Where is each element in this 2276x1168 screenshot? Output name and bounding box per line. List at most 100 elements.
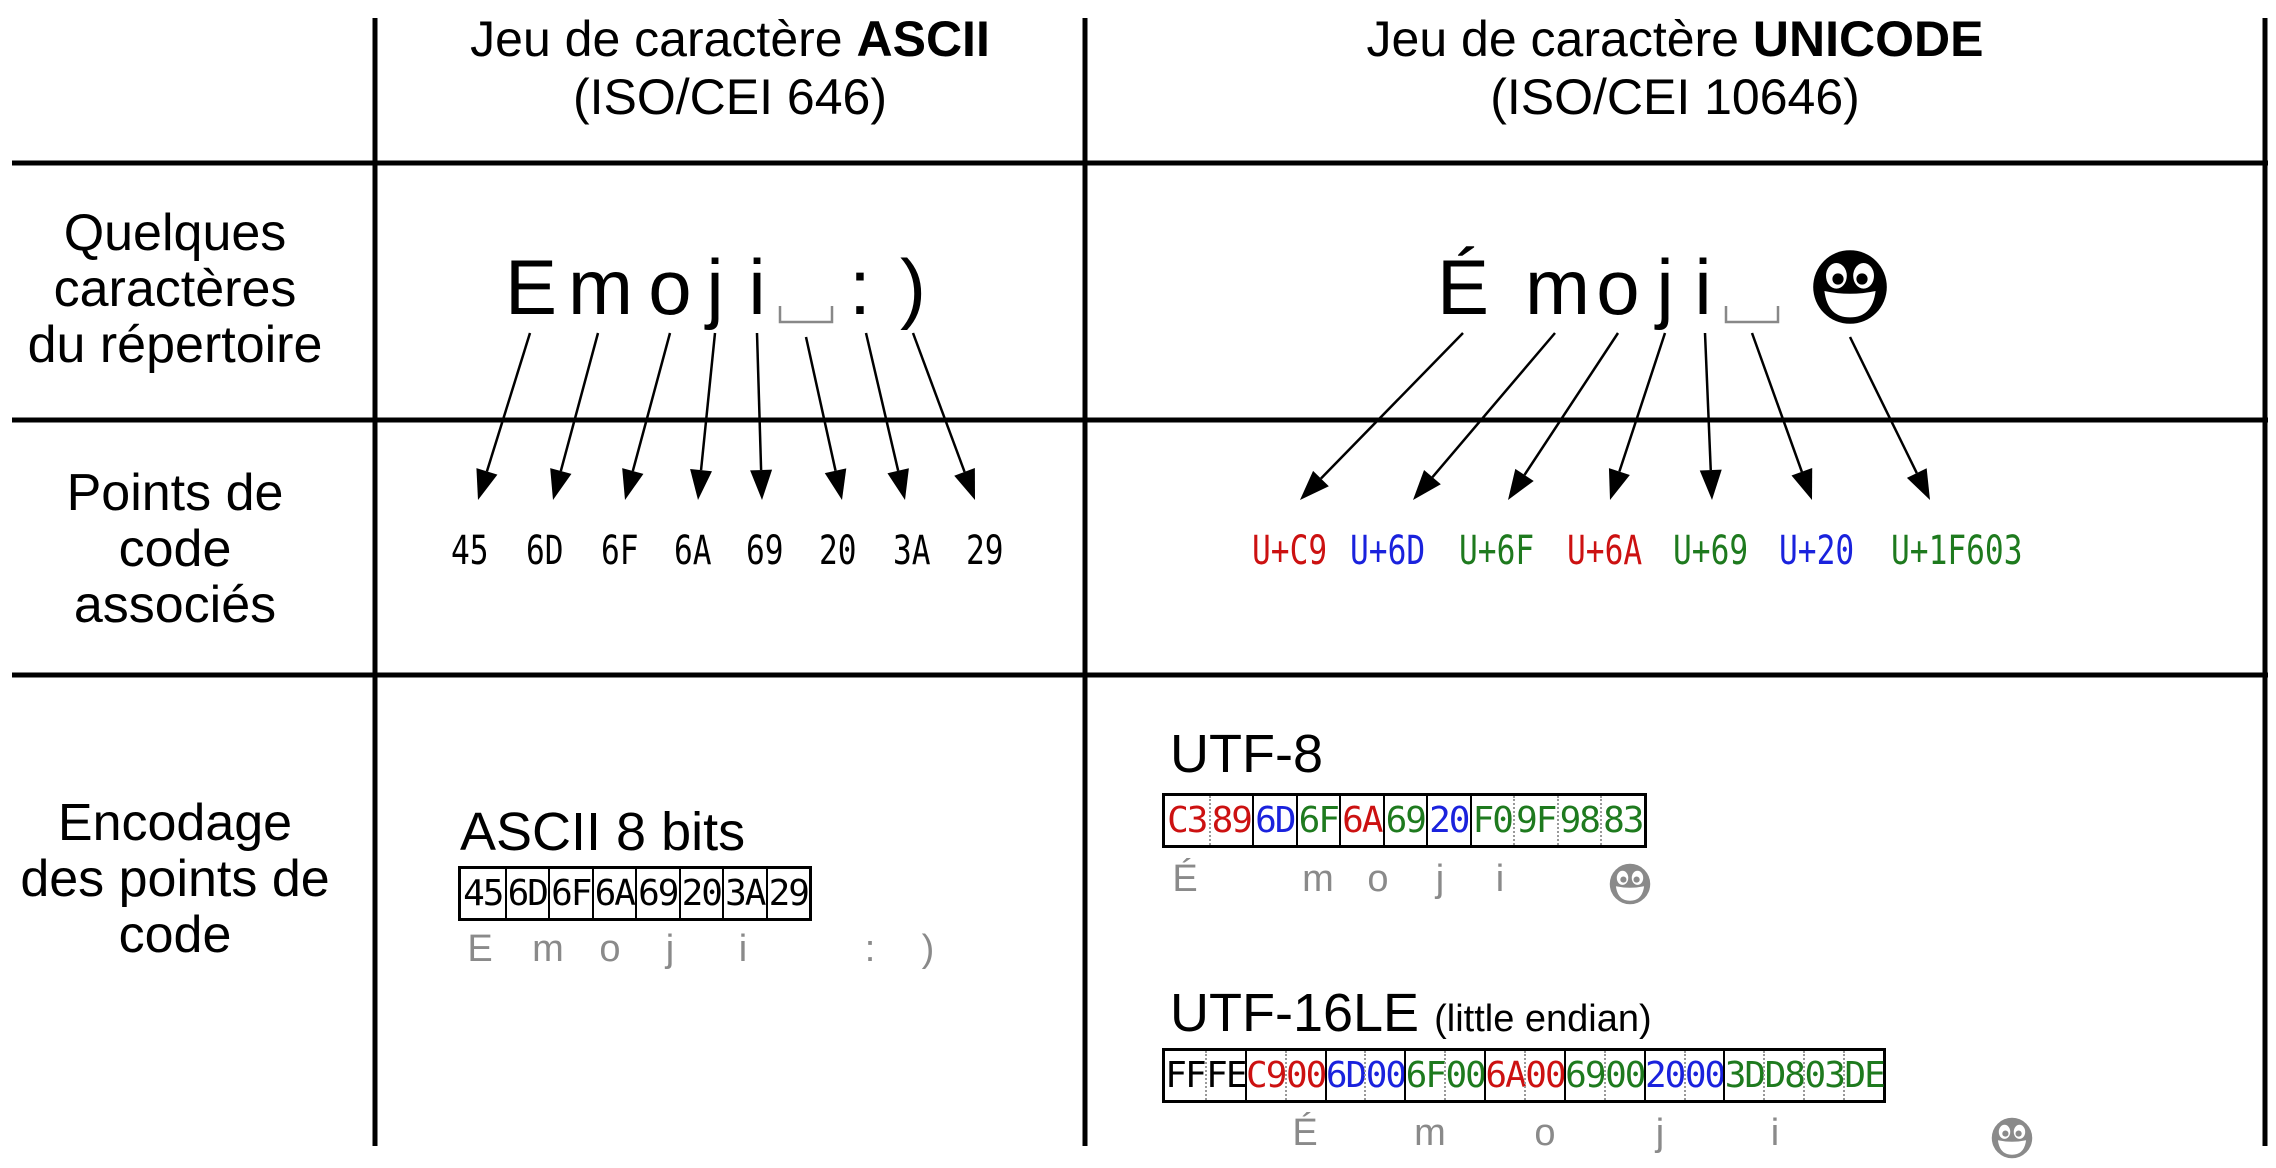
unicode-header-prefix: Jeu de caractère <box>1366 11 1753 67</box>
ascii-byte-caption: E <box>467 928 493 970</box>
byte-cell: 6F <box>1404 1051 1447 1100</box>
unicode-code-point: U+20 <box>1779 528 1855 574</box>
ascii-char: ) <box>900 243 926 331</box>
ascii-byte-caption: m <box>532 928 564 970</box>
byte-cell: 00 <box>1444 1051 1487 1100</box>
ascii-code-point: 29 <box>966 528 1004 574</box>
row-label-encoding: Encodage des points de code <box>20 794 330 964</box>
utf16le-byte-caption: m <box>1414 1112 1446 1154</box>
ascii-header-prefix: Jeu de caractère <box>470 11 857 67</box>
utf8-byte-caption: i <box>1495 858 1505 900</box>
ascii-byte-caption: j <box>665 928 675 970</box>
utf16le-byte-caption: o <box>1534 1112 1556 1154</box>
byte-cell: 29 <box>765 869 810 918</box>
utf8-byte-caption: É <box>1172 858 1198 900</box>
unicode-header-bold: UNICODE <box>1752 11 1984 67</box>
ascii-code-point: 45 <box>451 528 489 574</box>
ascii-header-standard: (ISO/CEI 646) <box>573 69 887 125</box>
utf16le-byte-caption: É <box>1292 1112 1318 1154</box>
byte-cell: 69 <box>635 869 679 918</box>
unicode-code-point: U+6F <box>1459 528 1535 574</box>
ascii-char: o <box>648 243 692 331</box>
ascii-byte-caption: o <box>599 928 621 970</box>
utf16le-subtitle: (little endian) <box>1434 998 1652 1040</box>
unicode-code-point: U+6D <box>1350 528 1426 574</box>
space-marker <box>778 306 834 324</box>
unicode-char: i <box>1694 243 1712 331</box>
ascii-code-point: 69 <box>746 528 784 574</box>
byte-cell: 69 <box>1563 1051 1607 1100</box>
ascii-code-point: 6F <box>601 528 639 574</box>
byte-cell: 98 <box>1556 796 1601 845</box>
byte-cell: 03 <box>1803 1051 1846 1100</box>
byte-cell: 00 <box>1524 1051 1567 1100</box>
ascii-byte-caption: ) <box>921 928 935 970</box>
ascii-arrow <box>476 332 532 500</box>
ascii-arrow <box>550 332 600 500</box>
byte-cell: C3 <box>1167 800 1208 841</box>
byte-cell: 20 <box>1643 1051 1686 1100</box>
ascii-arrow <box>911 332 975 500</box>
ascii-byte-caption: i <box>738 928 748 970</box>
smiley-emoji-icon <box>1810 247 1890 327</box>
unicode-arrow <box>1300 332 1464 500</box>
byte-cell: 6A <box>1339 796 1383 845</box>
byte-cell: 45 <box>463 873 504 914</box>
unicode-char: j <box>1656 243 1674 331</box>
byte-cell: D8 <box>1763 1051 1806 1100</box>
byte-cell: 6F <box>548 869 592 918</box>
ascii-byte-caption: : <box>864 928 876 970</box>
ascii-char: j <box>706 243 724 331</box>
unicode-code-point: U+1F603 <box>1891 528 2023 574</box>
smiley-caption-icon <box>1608 862 1652 906</box>
utf16le-title-main: UTF-16LE <box>1170 983 1420 1043</box>
byte-cell: DE <box>1843 1051 1886 1100</box>
byte-cell: 83 <box>1600 796 1644 845</box>
utf8-byte-caption: j <box>1435 858 1445 900</box>
ascii-arrow <box>622 332 672 500</box>
byte-cell: 20 <box>1426 796 1470 845</box>
ascii-char: : <box>849 243 871 331</box>
byte-cell: C9 <box>1244 1051 1287 1100</box>
ascii-arrow <box>750 332 773 500</box>
unicode-arrow <box>1699 332 1722 500</box>
utf8-title: UTF-8 <box>1170 724 1323 784</box>
unicode-column-header: Jeu de caractère UNICODE (ISO/CEI 10646) <box>1090 10 2260 126</box>
utf16le-byte-caption: i <box>1770 1112 1780 1154</box>
ascii-char: m <box>568 243 633 331</box>
byte-cell: 69 <box>1382 796 1427 845</box>
utf8-byte-caption: o <box>1367 858 1389 900</box>
byte-cell: 00 <box>1284 1051 1327 1100</box>
byte-cell: 89 <box>1208 796 1253 845</box>
utf16le-byte-caption: j <box>1655 1112 1665 1154</box>
unicode-char: É <box>1436 243 1490 331</box>
byte-cell: FF <box>1165 1055 1206 1096</box>
unicode-code-point: U+69 <box>1673 528 1749 574</box>
byte-cell: 00 <box>1364 1051 1407 1100</box>
byte-cell: 00 <box>1683 1051 1726 1100</box>
unicode-char: o <box>1596 243 1640 331</box>
ascii-arrow <box>864 332 909 500</box>
ascii-code-point: 3A <box>893 528 931 574</box>
byte-cell: 6A <box>591 869 636 918</box>
byte-cell: 6D <box>1324 1051 1367 1100</box>
byte-cell: 6D <box>504 869 549 918</box>
space-marker <box>1724 306 1780 324</box>
utf16le-title: UTF-16LE (little endian) <box>1170 983 1652 1049</box>
ascii-code-point: 20 <box>819 528 857 574</box>
byte-cell: 6D <box>1252 796 1296 845</box>
unicode-header-standard: (ISO/CEI 10646) <box>1490 69 1860 125</box>
ascii-code-point: 6A <box>674 528 712 574</box>
byte-cell: 6F <box>1295 796 1340 845</box>
unicode-code-point: U+C9 <box>1252 528 1328 574</box>
byte-cell: 3A <box>722 869 766 918</box>
utf8-byte-caption: m <box>1302 858 1334 900</box>
ascii-char: E <box>504 243 558 331</box>
ascii-code-point: 6D <box>526 528 564 574</box>
byte-cell: 9F <box>1513 796 1557 845</box>
ascii-column-header: Jeu de caractère ASCII (ISO/CEI 646) <box>380 10 1080 126</box>
